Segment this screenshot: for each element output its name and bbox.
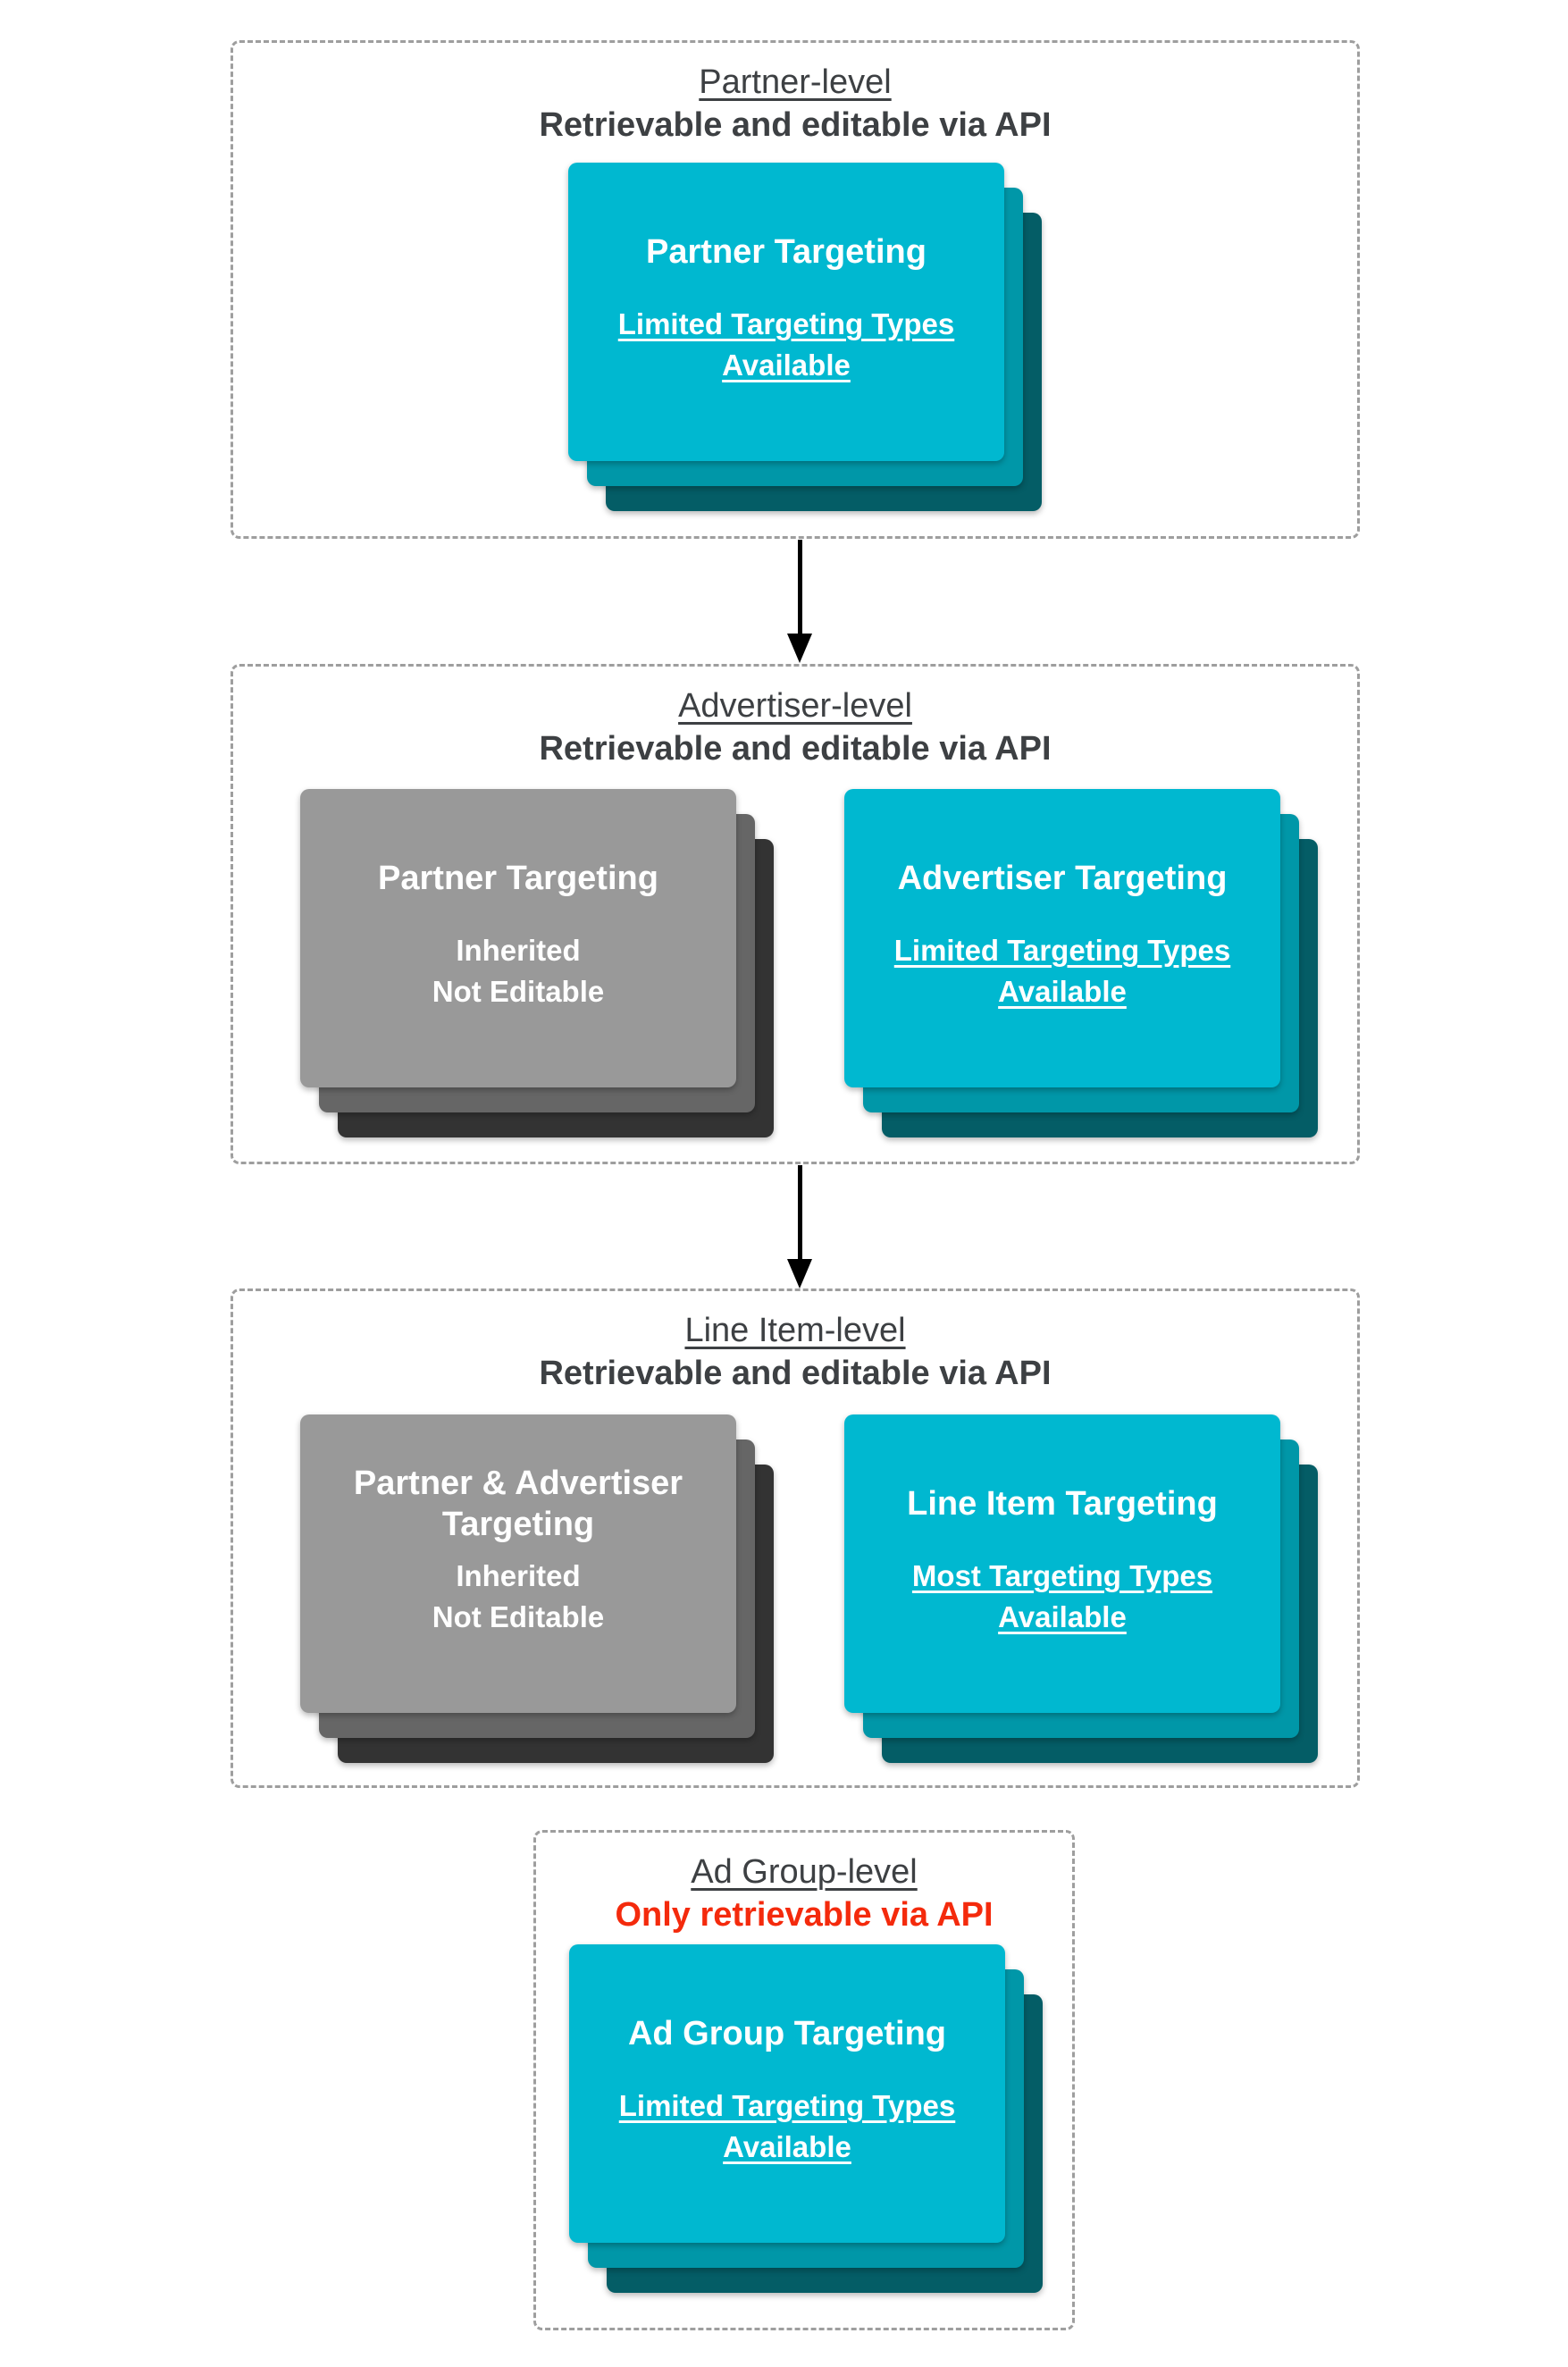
section-advertiser-level: Advertiser-level Retrievable and editabl… — [231, 664, 1360, 1164]
arrow-shaft — [797, 1165, 802, 1259]
card-line-item-targeting: Line Item Targeting Most Targeting Types… — [844, 1414, 1280, 1713]
card-content: Ad Group Targeting Limited Targeting Typ… — [569, 1944, 1005, 2243]
card-line: Available — [722, 348, 851, 382]
section-title: Line Item-level — [684, 1312, 906, 1349]
card-partner-targeting-inherited: Partner Targeting Inherited Not Editable — [300, 789, 736, 1087]
section-partner-level: Partner-level Retrievable and editable v… — [231, 40, 1360, 539]
card-stack-partner-targeting: Partner Targeting Limited Targeting Type… — [568, 163, 1042, 511]
card-title-wrap: Partner Targeting — [378, 835, 658, 921]
card-advertiser-targeting: Advertiser Targeting Limited Targeting T… — [844, 789, 1280, 1087]
section-header: Line Item-level Retrievable and editable… — [233, 1291, 1357, 1395]
section-subtitle: Retrievable and editable via API — [539, 1355, 1052, 1392]
card-title-wrap: Partner Targeting — [646, 209, 927, 295]
card-title: Partner & Advertiser Targeting — [353, 1465, 683, 1543]
arrow-head — [787, 634, 812, 663]
section-header: Partner-level Retrievable and editable v… — [233, 43, 1357, 147]
card-title-wrap: Partner & Advertiser Targeting — [318, 1461, 718, 1547]
card-lines: Limited Targeting Types Available — [894, 930, 1231, 1012]
card-title: Advertiser Targeting — [897, 860, 1228, 897]
card-line: Available — [723, 2130, 851, 2163]
card-ad-group-targeting: Ad Group Targeting Limited Targeting Typ… — [569, 1944, 1005, 2243]
card-title-wrap: Line Item Targeting — [907, 1461, 1218, 1547]
arrow-down-icon — [784, 1165, 816, 1288]
card-stack-advertiser-targeting: Advertiser Targeting Limited Targeting T… — [844, 789, 1318, 1137]
section-header: Advertiser-level Retrievable and editabl… — [233, 667, 1357, 770]
card-title-wrap: Advertiser Targeting — [898, 835, 1228, 921]
section-subtitle: Retrievable and editable via API — [539, 730, 1052, 768]
section-subtitle: Retrievable and editable via API — [539, 106, 1052, 144]
card-line: Limited Targeting Types — [617, 307, 955, 340]
card-title: Partner Targeting — [646, 233, 927, 271]
card-lines: Inherited Not Editable — [432, 930, 605, 1012]
card-content: Partner Targeting Inherited Not Editable — [300, 789, 736, 1087]
card-content: Partner & Advertiser Targeting Inherited… — [300, 1414, 736, 1713]
card-content: Advertiser Targeting Limited Targeting T… — [844, 789, 1280, 1087]
card-line: Not Editable — [432, 975, 605, 1008]
arrow-head — [787, 1259, 812, 1288]
card-content: Line Item Targeting Most Targeting Types… — [844, 1414, 1280, 1713]
card-line: Limited Targeting Types — [893, 934, 1231, 967]
arrow-shaft — [797, 540, 802, 634]
section-header: Ad Group-level Only retrievable via API — [536, 1833, 1072, 1936]
card-lines: Inherited Not Editable — [432, 1556, 605, 1638]
arrow-down-icon — [784, 540, 816, 663]
card-title: Line Item Targeting — [907, 1485, 1218, 1523]
card-lines: Most Targeting Types Available — [912, 1556, 1212, 1638]
card-stack-partner-advertiser-targeting: Partner & Advertiser Targeting Inherited… — [300, 1414, 774, 1763]
card-stack-line-item-targeting: Line Item Targeting Most Targeting Types… — [844, 1414, 1318, 1763]
section-title: Partner-level — [699, 63, 892, 101]
card-lines: Limited Targeting Types Available — [618, 304, 955, 386]
section-title: Ad Group-level — [691, 1853, 918, 1891]
card-stack-partner-targeting-inherited: Partner Targeting Inherited Not Editable — [300, 789, 774, 1137]
section-subtitle: Only retrievable via API — [615, 1896, 994, 1934]
card-stack-ad-group-targeting: Ad Group Targeting Limited Targeting Typ… — [569, 1944, 1043, 2293]
section-title: Advertiser-level — [678, 687, 912, 725]
card-line: Most Targeting Types — [911, 1559, 1213, 1592]
card-title: Ad Group Targeting — [627, 2015, 947, 2052]
card-title-wrap: Ad Group Targeting — [628, 1991, 946, 2077]
card-content: Partner Targeting Limited Targeting Type… — [568, 163, 1004, 461]
card-partner-advertiser-targeting: Partner & Advertiser Targeting Inherited… — [300, 1414, 736, 1713]
section-line-item-level: Line Item-level Retrievable and editable… — [231, 1288, 1360, 1788]
card-title: Partner Targeting — [378, 860, 658, 897]
section-ad-group-level: Ad Group-level Only retrievable via API … — [533, 1830, 1075, 2330]
card-line: Inherited — [456, 934, 581, 967]
card-line: Not Editable — [432, 1600, 605, 1633]
card-line: Limited Targeting Types — [618, 2089, 956, 2122]
card-partner-targeting: Partner Targeting Limited Targeting Type… — [568, 163, 1004, 461]
card-lines: Limited Targeting Types Available — [619, 2086, 956, 2168]
card-line: Available — [998, 975, 1127, 1008]
card-line: Inherited — [456, 1559, 581, 1592]
card-line: Available — [998, 1600, 1127, 1633]
